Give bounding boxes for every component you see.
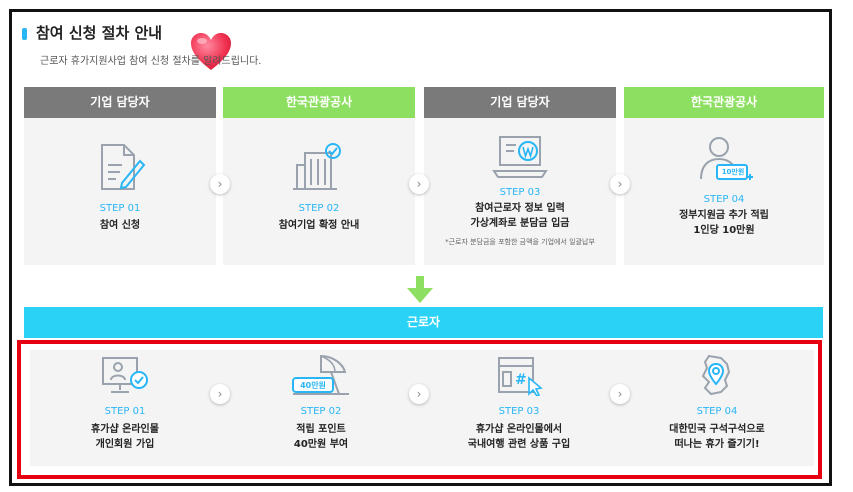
company-step-2: 한국관광공사 STEP 02 참여기업 확정 안내 (223, 87, 415, 265)
next-arrow-icon: › (409, 174, 429, 194)
company-step-1: 기업 담당자 STEP 01 참여 신청 (24, 87, 216, 265)
step-label: STEP 03 (498, 406, 540, 417)
step-description: 참여기업 확정 안내 (278, 220, 360, 231)
step-label: STEP 02 (298, 203, 340, 214)
step-label: STEP 02 (300, 406, 342, 417)
page-subtitle: 근로자 휴가지원사업 참여 신청 절차를 알려드립니다. (40, 56, 262, 67)
worker-steps-panel (30, 350, 814, 466)
title-accent-bar (22, 28, 27, 40)
step-description: 참여근로자 정보 입력 가상계좌로 분담금 입금 (470, 203, 570, 229)
step-label: STEP 01 (104, 406, 146, 417)
step-label: STEP 01 (99, 203, 141, 214)
role-header: 한국관광공사 (624, 87, 824, 118)
worker-step-3: # STEP 03 휴가샵 온라인몰에서 국내여행 관련 상품 구입 (424, 350, 614, 466)
step-description: 대한민국 구석구석으로 떠나는 휴가 즐기기! (669, 424, 765, 450)
laptop-won-icon (492, 136, 548, 178)
step-description: 휴가샵 온라인몰 개인회원 가입 (91, 424, 159, 450)
step-label: STEP 04 (703, 194, 745, 205)
company-step-4: 한국관광공사 10만원 STEP 04 정부지원금 추가 적립 1인당 10만원 (624, 87, 824, 265)
role-header: 기업 담당자 (424, 87, 616, 118)
next-arrow-icon: › (210, 174, 230, 194)
person-money-icon (700, 137, 753, 180)
step-label: STEP 04 (696, 406, 738, 417)
worker-step-2: 40만원 STEP 02 적립 포인트 40만원 부여 (226, 350, 416, 466)
step-description: 정부지원금 추가 적립 1인당 10만원 (679, 210, 769, 236)
step-description: 휴가샵 온라인몰에서 국내여행 관련 상품 구입 (467, 424, 571, 450)
monitor-user-check-icon (102, 357, 148, 393)
worker-highlight-box (17, 340, 822, 479)
heart-icon (191, 33, 231, 70)
money-badge: 10만원 (721, 168, 745, 176)
next-arrow-icon: › (210, 384, 230, 404)
svg-text:#: # (515, 372, 527, 388)
korea-map-pin-icon (701, 354, 731, 396)
step-description: 참여 신청 (99, 220, 141, 231)
role-header: 기업 담당자 (24, 87, 216, 118)
worker-step-4: STEP 04 대한민국 구석구석으로 떠나는 휴가 즐기기! (622, 350, 812, 466)
down-arrow-icon (407, 276, 433, 303)
next-arrow-icon: › (610, 384, 630, 404)
building-check-icon (293, 143, 341, 190)
document-pen-icon (101, 144, 146, 190)
step-description: 적립 포인트 40만원 부여 (293, 424, 349, 450)
parasol-points-icon (292, 354, 349, 395)
step-note: *근로자 분담금을 포함한 금액을 기업에서 일괄납부 (445, 238, 595, 246)
points-badge: 40만원 (300, 381, 326, 390)
step-label: STEP 03 (499, 187, 541, 198)
shop-hashtag-icon: # (498, 357, 543, 396)
worker-step-1: STEP 01 휴가샵 온라인몰 개인회원 가입 (30, 350, 220, 466)
next-arrow-icon: › (409, 384, 429, 404)
worker-role-bar: 근로자 (24, 307, 823, 338)
role-header: 한국관광공사 (223, 87, 415, 118)
next-arrow-icon: › (610, 174, 630, 194)
company-step-3: 기업 담당자 STEP 03 참여근로자 정보 입력 가상계좌로 분담금 입금 … (424, 87, 616, 265)
page-title: 참여 신청 절차 안내 (36, 24, 163, 42)
